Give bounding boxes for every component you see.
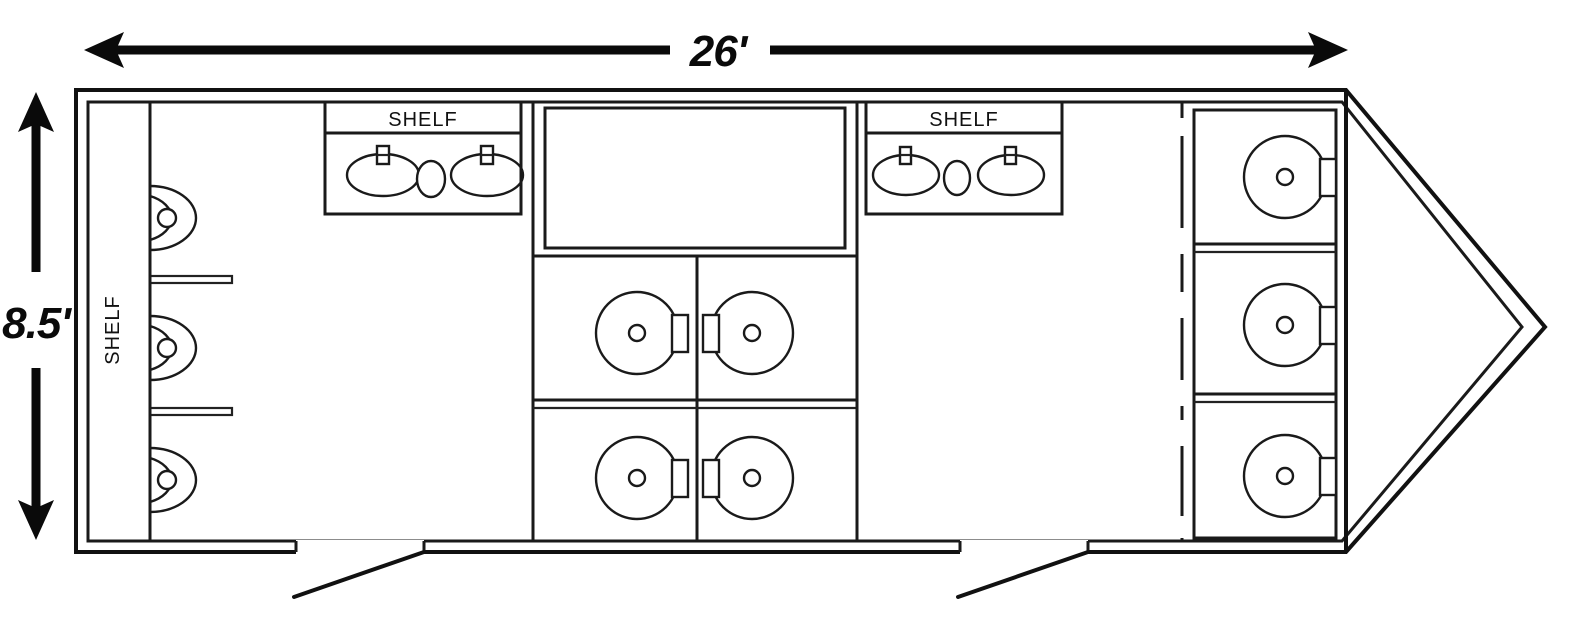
center-utility-room: [543, 106, 847, 250]
trailer-outer-wall: [74, 88, 1548, 554]
urinal-3: [149, 446, 198, 514]
toilet-front-3-tank: [1318, 456, 1338, 497]
vanity-1-center-basin: [415, 159, 447, 199]
width-dimension: 26': [84, 27, 1348, 76]
height-arrow-up-icon: [18, 92, 54, 132]
toilet-front-1: [1242, 134, 1338, 220]
width-arrow-left-icon: [84, 32, 124, 68]
front-stall-door-gap-5: [1177, 420, 1188, 446]
urinal-2-drain: [156, 337, 178, 359]
toilet-center-bottom-left-drain: [627, 468, 647, 488]
front-stall-door-gap-1: [1177, 118, 1188, 136]
height-dimension: 8.5': [2, 92, 73, 540]
toilet-front-3-drain: [1275, 466, 1295, 486]
center-stall-block: [531, 254, 859, 543]
front-stall-door-gap-6: [1177, 516, 1188, 538]
utility-room-box: [543, 106, 847, 250]
toilet-center-bottom-right-tank: [701, 458, 721, 499]
entry-doors: [292, 540, 1090, 599]
toilet-center-top-right-drain: [742, 323, 762, 343]
toilet-center-bottom-left-tank: [670, 458, 690, 499]
width-dimension-label: 26': [689, 27, 749, 76]
toilet-center-bottom-left: [594, 435, 690, 521]
urinal-1-drain: [156, 207, 178, 229]
urinal-group: [148, 184, 234, 514]
toilet-front-1-tank: [1318, 157, 1338, 198]
front-stall-door-gap-2: [1177, 228, 1188, 254]
toilet-front-2-drain: [1275, 315, 1295, 335]
urinal-1: [149, 184, 198, 252]
vanity-2-box: [864, 100, 1064, 216]
front-stall-block: [1192, 108, 1338, 540]
entry-door-1-leaf: [292, 550, 426, 599]
vanity-2-shelf-label: SHELF: [929, 109, 998, 131]
left-shelf-label: SHELF: [102, 295, 124, 364]
toilet-center-top-right: [701, 290, 795, 376]
width-arrow-right-icon: [1308, 32, 1348, 68]
toilet-front-3: [1242, 433, 1338, 519]
toilet-center-top-left-tank: [670, 313, 690, 354]
front-stall-door-gap-3: [1177, 292, 1188, 318]
toilet-center-bottom-right-drain: [742, 468, 762, 488]
toilet-front-2: [1242, 282, 1338, 368]
toilet-center-top-left: [594, 290, 690, 376]
toilet-front-1-drain: [1275, 167, 1295, 187]
urinal-divider-2: [148, 406, 234, 417]
vanity-1-shelf-label: SHELF: [388, 109, 457, 131]
left-wall-shelf: SHELF: [86, 100, 152, 543]
toilet-center-bottom-right: [701, 435, 795, 521]
entry-door-1-opening: [296, 540, 424, 554]
height-arrow-down-icon: [18, 500, 54, 540]
vanity-1: SHELF: [323, 100, 525, 216]
toilet-front-2-tank: [1318, 305, 1338, 346]
vanity-2: SHELF: [864, 100, 1064, 216]
front-stall-door-gap-4: [1177, 380, 1188, 406]
toilet-center-top-right-tank: [701, 313, 721, 354]
toilet-center-top-left-drain: [627, 323, 647, 343]
urinal-divider-1: [148, 274, 234, 285]
urinal-2: [149, 314, 198, 382]
height-dimension-label: 8.5': [2, 299, 72, 348]
urinal-3-drain: [156, 469, 178, 491]
entry-door-2-opening: [960, 540, 1088, 554]
vanity-2-center-basin: [942, 159, 972, 197]
entry-door-2-leaf: [956, 550, 1090, 599]
